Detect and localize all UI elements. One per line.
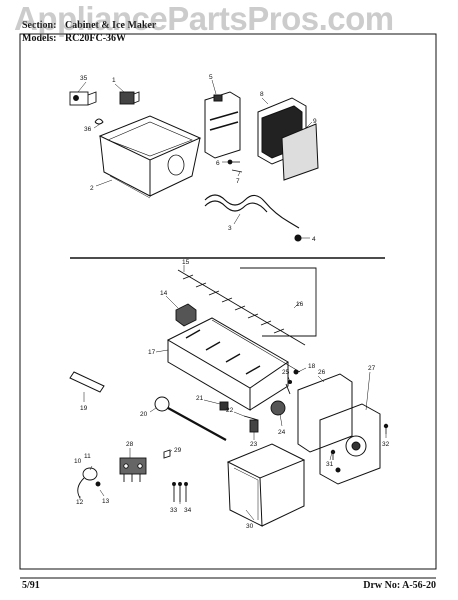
callout: 3: [228, 225, 232, 232]
part-16-cover-plate: [240, 267, 317, 337]
part-35-bracket: [69, 91, 97, 106]
callout: 11: [84, 453, 91, 460]
models-header: Models: RC20FC-36W: [22, 33, 126, 44]
part-10-11-12-13-fitting: [77, 467, 101, 499]
callout: 35: [80, 75, 88, 82]
callout: 36: [84, 126, 92, 133]
footer-date: 5/91: [22, 580, 40, 591]
section-header: Section: Cabinet & Ice Maker: [22, 20, 156, 31]
callout: 32: [382, 441, 390, 448]
part-6-7-screws: [227, 159, 243, 173]
callout: 18: [308, 363, 316, 370]
callout: 21: [196, 395, 204, 402]
part-3-4-heater-harness: [204, 194, 302, 242]
part-20-shutoff-arm: [154, 396, 227, 441]
callout: 9: [313, 118, 317, 125]
part-36-clip: [94, 118, 104, 125]
part-2-ice-bin: [98, 115, 202, 199]
callout: 28: [126, 441, 134, 448]
callout: 33: [170, 507, 178, 514]
callout: 15: [182, 259, 190, 266]
callout: 30: [246, 523, 254, 530]
callout: 13: [102, 498, 110, 505]
part-15-ejector: [177, 269, 306, 346]
part-29-clip: [163, 449, 171, 459]
part-5-mount-bracket: [204, 91, 241, 159]
part-1-switch: [119, 91, 140, 105]
callout: 10: [74, 458, 82, 465]
watermark: AppliancePartsPros.com: [14, 0, 394, 37]
diagram-frame: [19, 33, 437, 570]
part-33-34-screws: [172, 482, 188, 502]
callout: 22: [226, 407, 234, 414]
callout: 1: [112, 77, 116, 84]
callout: 26: [318, 369, 326, 376]
callout: 2: [90, 185, 94, 192]
callout: 20: [140, 411, 148, 418]
section-label: Section:: [22, 20, 57, 31]
callout: 24: [278, 429, 286, 436]
callout: 29: [174, 447, 182, 454]
callout: 34: [184, 507, 192, 514]
part-28-water-valve: [119, 457, 147, 482]
models-label: Models:: [22, 33, 57, 44]
models-value: RC20FC-36W: [64, 33, 127, 44]
callout: 7: [236, 178, 240, 185]
part-24-25-gear: [270, 379, 293, 416]
callout: 14: [160, 290, 168, 297]
footer-drawing-number: Drw No: A-56-20: [363, 580, 436, 591]
part-17-18-ice-mold: [166, 317, 301, 411]
leader-lines: [77, 79, 387, 521]
part-26-27-housing: [297, 373, 381, 485]
callout: 25: [282, 369, 290, 376]
callout: 23: [250, 441, 258, 448]
callout: 5: [209, 74, 213, 81]
callout-numbers: 1 2 3 4 5 6 7 8 9 35 36 11 12 13 14 15 1…: [74, 74, 390, 530]
callout: 4: [312, 236, 316, 243]
part-31-32-screws: [330, 423, 389, 460]
part-14-bracket: [175, 303, 197, 327]
callout: 8: [260, 91, 264, 98]
callout: 6: [216, 160, 220, 167]
callout: 19: [80, 405, 88, 412]
section-value: Cabinet & Ice Maker: [64, 20, 157, 31]
callout: 12: [76, 499, 84, 506]
part-8-9-air-duct: [257, 97, 319, 181]
callout: 31: [326, 461, 334, 468]
part-30-cover: [226, 443, 306, 527]
callout: 16: [296, 301, 304, 308]
callout: 17: [148, 349, 156, 356]
callout: 27: [368, 365, 376, 372]
part-19-rod: [69, 371, 105, 393]
